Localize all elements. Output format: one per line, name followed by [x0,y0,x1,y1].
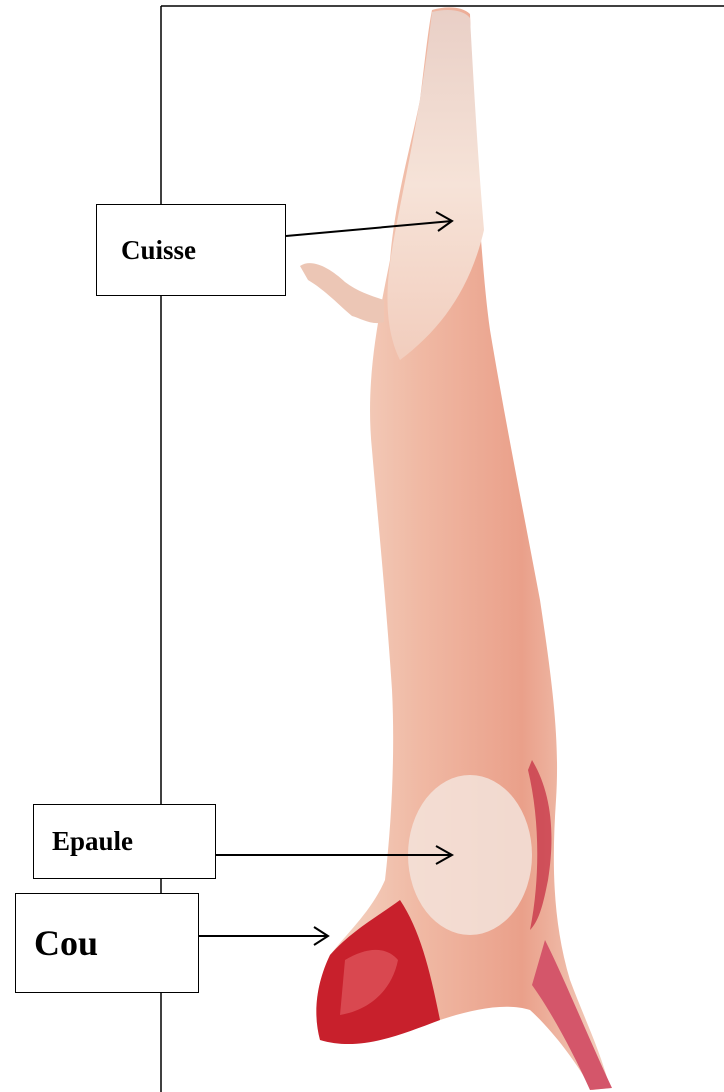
carcass-photo [300,7,612,1090]
arrow-cou [199,927,328,945]
label-epaule-box: Epaule [33,804,216,879]
label-cuisse: Cuisse [121,235,196,266]
label-cou: Cou [34,922,98,964]
label-cuisse-box: Cuisse [96,204,286,296]
label-epaule: Epaule [52,826,133,857]
hock [300,263,384,323]
label-cou-box: Cou [15,893,199,993]
